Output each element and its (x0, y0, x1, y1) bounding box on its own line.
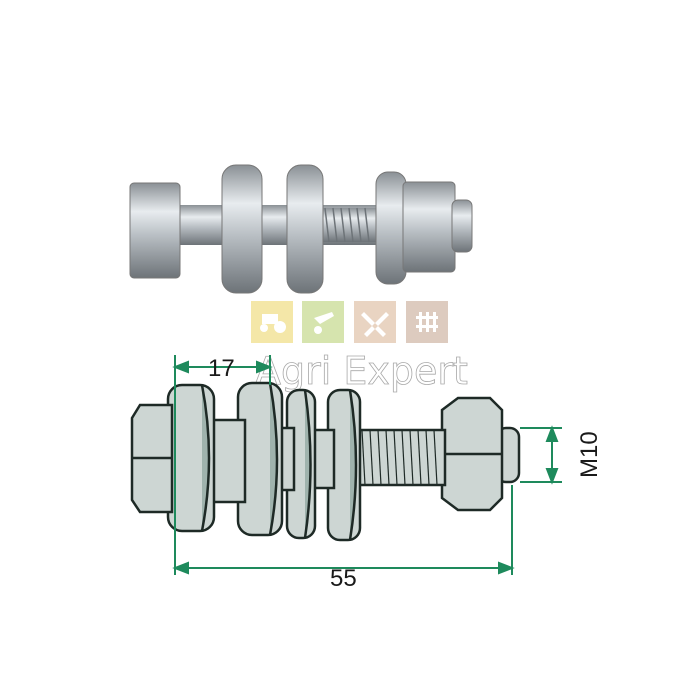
dimension-17-label: 17 (208, 355, 235, 382)
watermark-text: Agri Expert (255, 349, 468, 393)
bolt-photo (129, 164, 473, 294)
bolt-drawing (130, 381, 521, 542)
thread-size-label: M10 (576, 431, 603, 478)
dimension-55-label: 55 (330, 565, 357, 592)
dimension-lines (172, 355, 562, 575)
tools-icon (354, 301, 396, 343)
threaded-rod (353, 428, 447, 487)
watermark-logo: Agri Expert (251, 301, 468, 393)
